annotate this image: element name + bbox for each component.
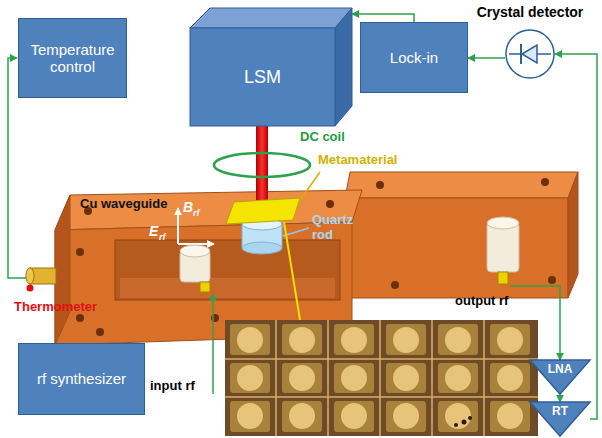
dc-coil <box>214 153 310 177</box>
instrument-box: Lock-in <box>360 22 468 93</box>
node-label: Temperature control <box>23 41 122 76</box>
signal-connector <box>468 57 505 59</box>
node-label: Lock-in <box>390 49 438 66</box>
node-label: rf synthesizer <box>37 370 126 387</box>
output-connector <box>487 217 519 284</box>
signal-connector <box>352 14 414 22</box>
node-label: RT <box>552 405 568 419</box>
node-label: LNA <box>548 363 573 377</box>
part-label: output rf <box>455 294 508 309</box>
photo-leader <box>284 222 300 320</box>
node-label: LSM <box>244 67 281 88</box>
input-rf-wire <box>212 294 214 394</box>
quartz-rod <box>242 218 282 254</box>
diode-symbol <box>505 29 555 79</box>
instrument-box: Temperature control <box>18 18 127 98</box>
signal-connector <box>559 394 561 402</box>
part-label: DC coil <box>300 130 345 145</box>
part-label: rf <box>159 232 166 242</box>
thermometer-probe <box>26 268 56 292</box>
metamaterial-photo <box>225 320 538 436</box>
part-label: Metamaterial <box>318 153 397 168</box>
amplifier-triangle: LNA <box>530 360 590 394</box>
part-label: rf <box>193 208 200 218</box>
part-label: Quartz rod <box>312 213 364 243</box>
instrument-box: rf synthesizer <box>18 343 145 415</box>
part-label: input rf <box>150 379 195 394</box>
instrument-box: LSM <box>190 8 352 126</box>
part-label: B <box>183 199 193 215</box>
part-label: E <box>149 223 158 239</box>
detector-heading: Crystal detector <box>477 4 584 20</box>
laser-beam <box>256 126 268 200</box>
amplifier-triangle: RT <box>530 402 590 436</box>
detector-symbol: Crystal detector <box>505 29 555 79</box>
part-label: Thermometer <box>14 300 97 315</box>
metamaterial-leader <box>298 172 320 203</box>
input-connector <box>180 245 210 292</box>
waveguide-right-block <box>345 172 578 298</box>
part-label: Cu waveguide <box>80 197 167 212</box>
metamaterial-sample <box>226 198 300 224</box>
